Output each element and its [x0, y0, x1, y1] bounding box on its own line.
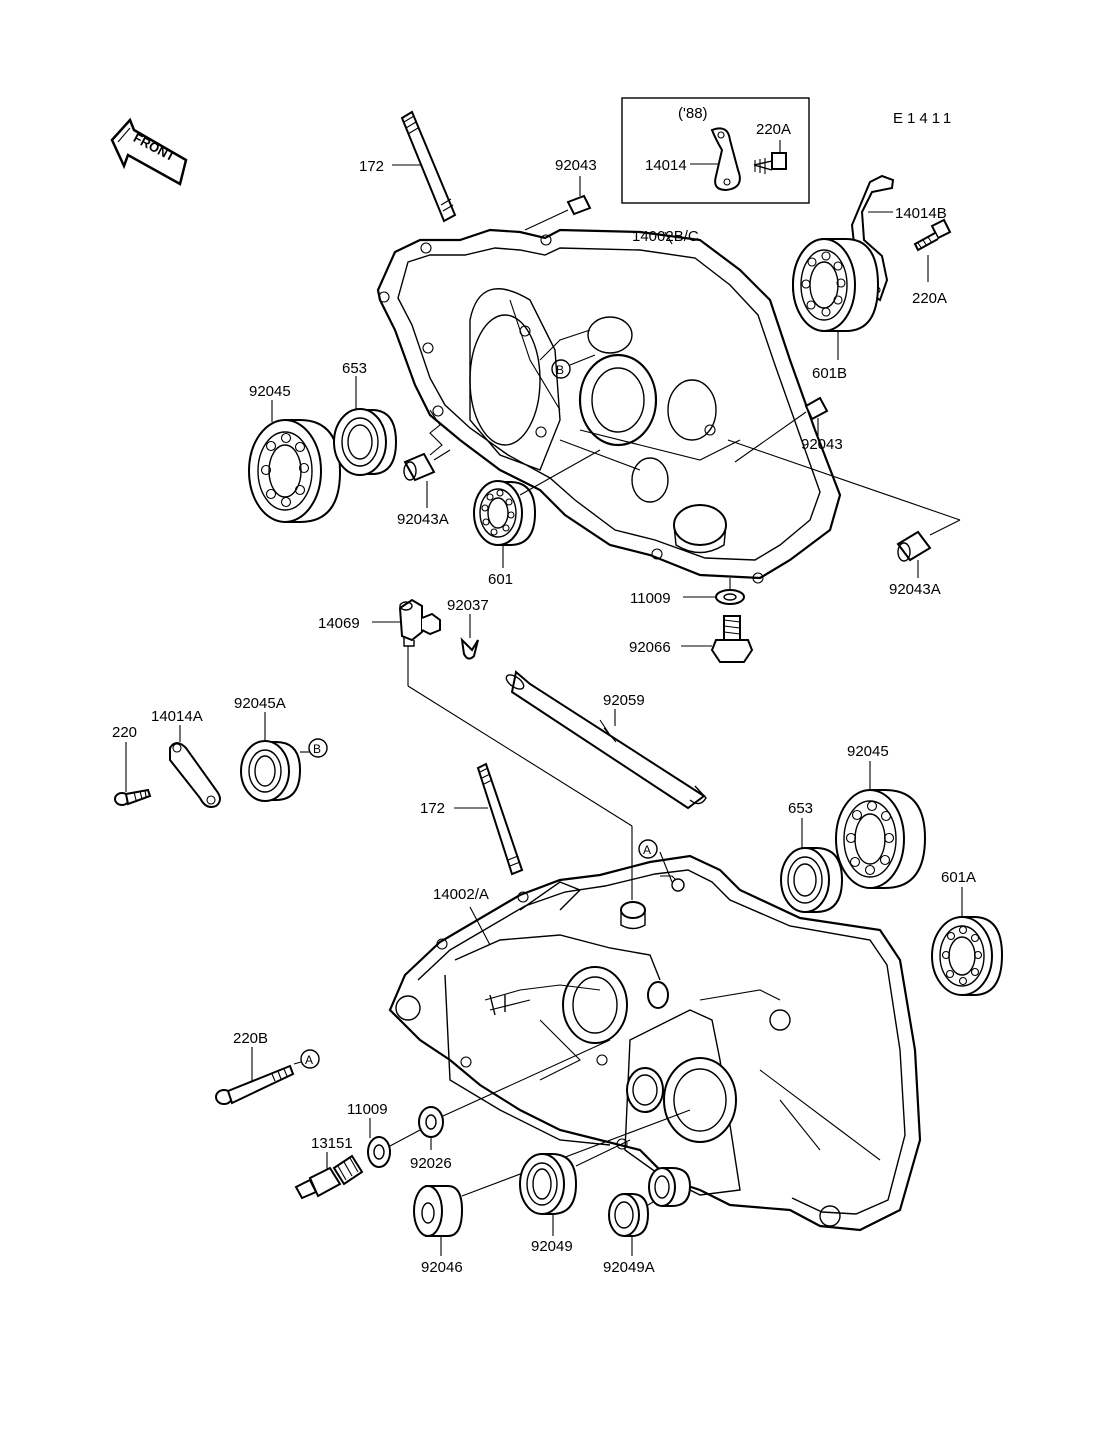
label-14014b: 14014B	[895, 205, 947, 222]
ref-b-lower-text: B	[313, 742, 321, 756]
washer-11009-top	[683, 578, 745, 605]
bearing-601a	[931, 887, 1004, 996]
clip-92037	[460, 614, 479, 660]
bolt-220b	[215, 1047, 302, 1105]
spark-plug-13151	[294, 1152, 364, 1200]
label-601: 601	[488, 571, 513, 588]
label-92045a: 92045A	[234, 695, 286, 712]
label-92043a-right: 92043A	[889, 581, 941, 598]
label-220b: 220B	[233, 1030, 268, 1047]
ref-a-lower-text: A	[305, 1053, 313, 1067]
label-172-top: 172	[359, 158, 384, 175]
label-11009-bottom: 11009	[347, 1101, 388, 1118]
washer-11009-bottom	[367, 1118, 421, 1168]
bearing-601-part	[473, 449, 601, 568]
ref-circle-a-lower: A	[300, 1049, 320, 1069]
oil-seal-92049a	[608, 1193, 661, 1256]
label-92046: 92046	[421, 1259, 463, 1276]
label-172-bottom: 172	[420, 800, 445, 817]
label-11009-top: 11009	[630, 590, 671, 607]
oil-seal-653-bottom	[780, 818, 844, 913]
front-arrow-icon: FRONT	[110, 117, 188, 186]
label-92045-top: 92045	[249, 383, 291, 400]
bracket-14014-part	[710, 127, 741, 192]
oil-seal-92045a	[240, 712, 310, 802]
label-13151: 13151	[311, 1135, 353, 1152]
dowel-92043-right	[734, 396, 829, 463]
label-601a: 601A	[941, 869, 976, 886]
label-92026: 92026	[410, 1155, 452, 1172]
label-220a-top: 220A	[756, 121, 791, 138]
bolt-220a-box	[753, 152, 787, 174]
washer-92026	[418, 1039, 611, 1150]
label-653-top: 653	[342, 360, 367, 377]
label-14069: 14069	[318, 615, 360, 632]
label-92049a: 92049A	[603, 1259, 655, 1276]
ref-circle-b-lower: B	[308, 738, 328, 758]
ref-circle-a-upper: A	[638, 839, 658, 859]
label-220: 220	[112, 724, 137, 741]
label-92059: 92059	[603, 692, 645, 709]
label-92066: 92066	[629, 639, 671, 656]
bracket-14014a-part	[169, 725, 221, 808]
crankcase-left-14002a	[388, 851, 922, 1232]
stud-172-bottom	[454, 762, 524, 876]
hose-fitting-14069	[372, 598, 633, 900]
ref-a-upper-text: A	[643, 843, 651, 857]
crankcase-right-14002bc	[376, 228, 842, 584]
hose-92059	[505, 670, 707, 810]
collar-part	[648, 1167, 692, 1207]
dowel-92043a-right	[896, 530, 932, 578]
label-92043-top: 92043	[555, 157, 597, 174]
diagram-code: E1411	[893, 110, 955, 127]
label-14014a: 14014A	[151, 708, 203, 725]
bolt-220	[114, 742, 152, 806]
bearing-92045-bottom	[835, 761, 927, 889]
label-14002a: 14002/A	[433, 886, 489, 903]
label-601b: 601B	[812, 365, 847, 382]
stud-172-top	[392, 110, 457, 223]
dowel-92043a-left	[403, 449, 451, 508]
label-14014: 14014	[645, 157, 687, 174]
label-653-bottom: 653	[788, 800, 813, 817]
drain-plug-92066	[681, 615, 754, 663]
ref-b-upper-text: B	[556, 363, 564, 377]
label-92043-right: 92043	[801, 436, 843, 453]
oil-seal-653-top	[333, 376, 398, 476]
label-92037: 92037	[447, 597, 489, 614]
model-1988-box: ('88)	[621, 97, 810, 204]
label-14002bc: 14002B/C	[632, 228, 699, 245]
bearing-92045-top	[248, 400, 342, 523]
dowel-92043-top	[524, 176, 592, 231]
label-92043a-left: 92043A	[397, 511, 449, 528]
box-label: ('88)	[678, 105, 708, 122]
label-92049: 92049	[531, 1238, 573, 1255]
ref-circle-b-upper: B	[551, 354, 596, 379]
bearing-601b-part	[792, 238, 880, 360]
label-220a-right: 220A	[912, 290, 947, 307]
bolt-220a-right	[913, 218, 952, 282]
label-92045-bottom: 92045	[847, 743, 889, 760]
oil-seal-92049	[519, 1139, 631, 1236]
bushing-92046	[413, 1109, 691, 1256]
